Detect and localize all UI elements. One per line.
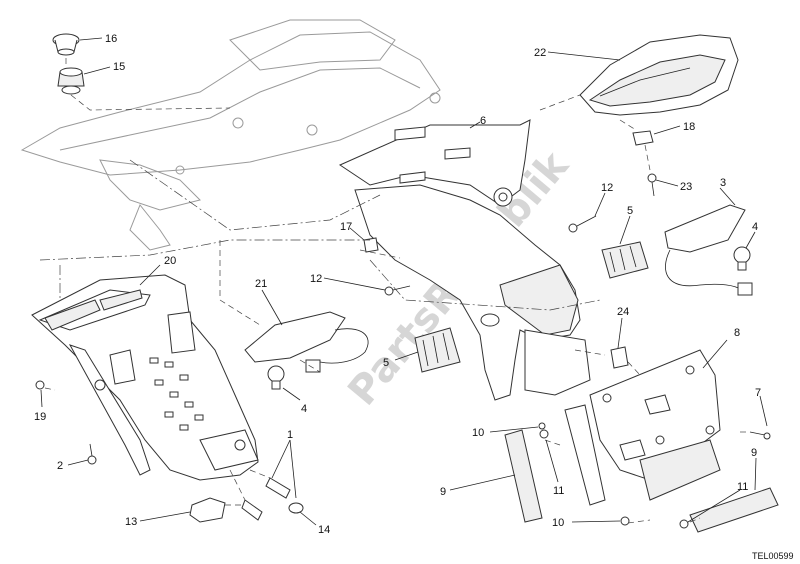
callout-6: 6 (480, 115, 486, 127)
indicator-bracket-part-5-left (414, 327, 461, 373)
callout-9-right: 9 (751, 447, 757, 459)
connector-right (737, 282, 753, 296)
nut-part-10-upper (538, 422, 546, 430)
callout-20: 20 (164, 255, 176, 267)
screw-part-12-right (568, 215, 597, 233)
indicator-part-21-left (244, 311, 369, 364)
grommet-part-15 (57, 67, 85, 95)
indicator-bracket-part-5-right (601, 241, 649, 279)
callout-4-right: 4 (752, 221, 758, 233)
callout-11-lower: 11 (737, 481, 748, 493)
callout-7: 7 (755, 387, 761, 399)
screw-part-23 (647, 173, 657, 197)
callout-1: 1 (287, 429, 293, 441)
callout-8: 8 (734, 327, 740, 339)
callout-13: 13 (125, 516, 137, 528)
nut-part-11-upper (539, 429, 549, 439)
callout-12-left: 12 (310, 273, 322, 285)
inner-tray-part-20 (31, 274, 259, 481)
mudguard-part-6 (338, 119, 591, 401)
leader-lines (40, 37, 768, 526)
callout-18: 18 (683, 121, 695, 133)
callout-4-left: 4 (301, 403, 307, 415)
holder-part-13 (189, 497, 226, 523)
nut-part-11-lower (679, 519, 689, 529)
callout-10-lower: 10 (552, 517, 564, 529)
plate-bracket-part-8 (564, 349, 721, 506)
screw-part-12-left (384, 285, 411, 296)
assembly-lines (39, 58, 750, 524)
reflector-part-9-left (504, 429, 543, 523)
rear-subframe (20, 19, 441, 251)
callout-9-left: 9 (440, 486, 446, 498)
connector-left (305, 359, 321, 373)
callout-15: 15 (113, 61, 125, 73)
tail-light-part-22 (579, 34, 739, 116)
callout-5-left: 5 (383, 357, 389, 369)
callout-23: 23 (680, 181, 692, 193)
callout-5-right: 5 (627, 205, 633, 217)
callout-12-right: 12 (601, 182, 613, 194)
callout-21: 21 (255, 278, 267, 290)
screw-part-19 (35, 380, 45, 390)
screw-part-7 (749, 431, 771, 440)
callout-16: 16 (105, 33, 117, 45)
indicator-part-3-right (664, 204, 746, 291)
nut-part-24 (610, 346, 629, 369)
clamp-part-1a (241, 499, 263, 521)
callout-24: 24 (617, 306, 629, 318)
callout-10-upper: 10 (472, 427, 484, 439)
reflector-part-9-right (689, 487, 779, 533)
bulb-part-4-right (733, 246, 751, 271)
callout-11-upper: 11 (553, 485, 564, 497)
cap-part-16 (52, 33, 80, 56)
bulb-part-4-left (267, 365, 285, 390)
clamp-part-1b (265, 477, 291, 499)
gear-icon (493, 187, 513, 207)
callout-17: 17 (340, 221, 352, 233)
callout-3: 3 (720, 177, 726, 189)
callout-19: 19 (34, 411, 46, 423)
nut-part-10-lower (620, 516, 630, 526)
callout-14: 14 (318, 524, 330, 536)
clip-part-18 (632, 130, 654, 146)
callout-2: 2 (57, 460, 63, 472)
drawing-code: TEL00599 (752, 551, 794, 561)
callouts: 16 15 22 6 18 23 3 12 17 5 4 12 20 21 5 … (34, 33, 761, 536)
callout-22: 22 (534, 47, 546, 59)
vent-slots (149, 357, 204, 431)
clip-part-17 (363, 237, 379, 253)
screw-part-2 (87, 443, 97, 465)
clamp-part-14 (288, 502, 304, 514)
